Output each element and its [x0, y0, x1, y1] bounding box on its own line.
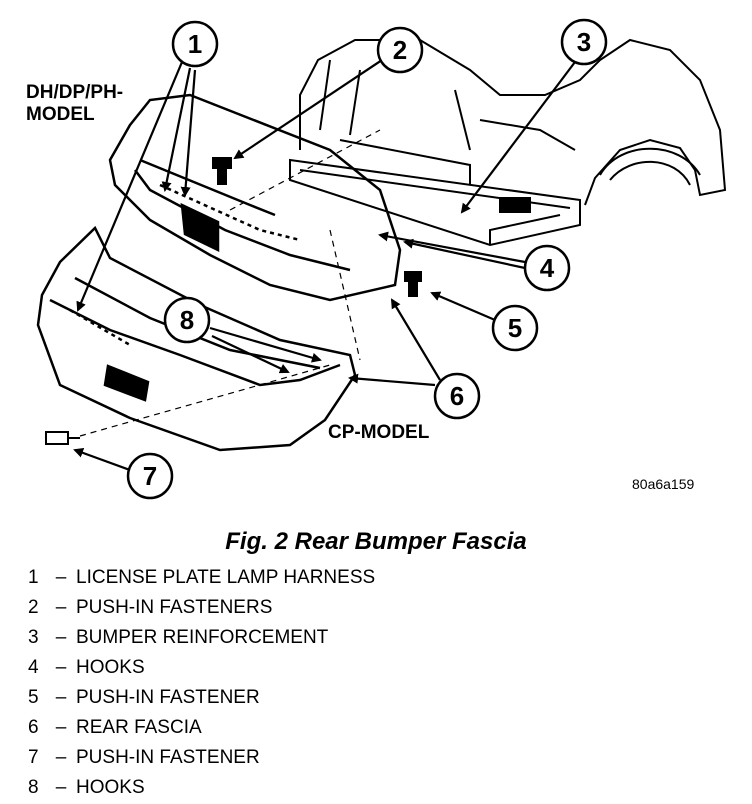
fastener-2 [212, 157, 232, 185]
rear-bumper-diagram: 1 2 3 4 5 6 7 8 [36, 18, 727, 500]
upper-model-label: DH/DP/PH- MODEL [26, 82, 124, 125]
legend-item: 1–LICENSE PLATE LAMP HARNESS [28, 567, 376, 588]
parts-legend: 1–LICENSE PLATE LAMP HARNESS 2–PUSH-IN F… [28, 563, 375, 803]
lower-fascia [36, 225, 357, 452]
callout-4: 4 [523, 244, 571, 292]
svg-text:1: 1 [188, 29, 202, 59]
callout-1: 1 [171, 20, 219, 68]
upper-fascia [108, 93, 402, 302]
callout-6: 6 [433, 372, 481, 420]
fastener-5 [404, 271, 422, 297]
svg-text:5: 5 [508, 313, 522, 343]
alignment-lines [79, 129, 381, 437]
callout-3: 3 [560, 18, 608, 66]
callout-7: 7 [126, 452, 174, 500]
fastener-7 [45, 431, 80, 445]
svg-text:7: 7 [143, 461, 157, 491]
svg-text:8: 8 [180, 305, 194, 335]
bumper-reinforcement [289, 139, 581, 247]
callout-2: 2 [376, 26, 424, 74]
legend-item: 8–HOOKS [28, 777, 145, 798]
legend-item: 5–PUSH-IN FASTENER [28, 687, 260, 708]
legend-item: 7–PUSH-IN FASTENER [28, 747, 260, 768]
legend-item: 2–PUSH-IN FASTENERS [28, 597, 273, 618]
figure-caption: Fig. 2 Rear Bumper Fascia [225, 528, 527, 555]
legend-item: 3–BUMPER REINFORCEMENT [28, 627, 329, 648]
vehicle-body-outline [299, 38, 727, 206]
svg-text:2: 2 [393, 35, 407, 65]
lower-model-label: CP-MODEL [328, 422, 430, 443]
leader-arrows [73, 57, 576, 472]
svg-text:6: 6 [450, 381, 464, 411]
figure-code: 80a6a159 [632, 476, 695, 492]
svg-text:4: 4 [540, 253, 555, 283]
callout-8: 8 [163, 296, 211, 344]
legend-item: 6–REAR FASCIA [28, 717, 202, 738]
svg-text:3: 3 [577, 27, 591, 57]
callout-5: 5 [491, 304, 539, 352]
legend-item: 4–HOOKS [28, 657, 145, 678]
